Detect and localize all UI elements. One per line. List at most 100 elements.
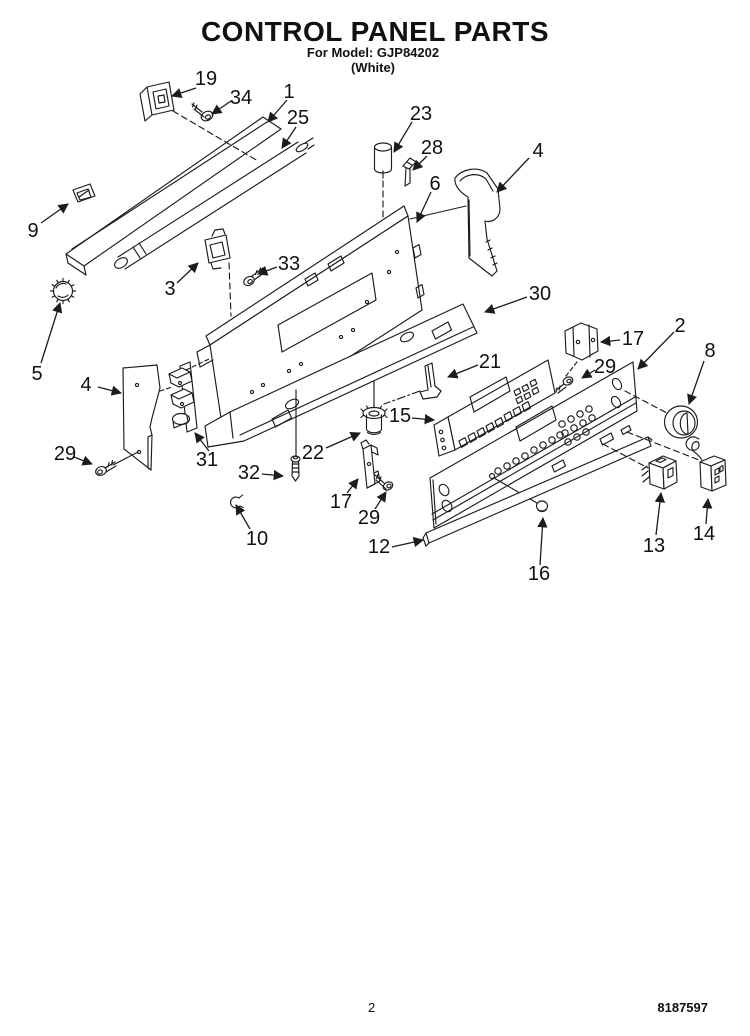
callout-5: 5	[31, 363, 42, 385]
callout-6: 6	[429, 173, 440, 195]
part-22-grommet	[360, 380, 388, 435]
part-29-screw-right	[555, 376, 574, 394]
callout-arrow-17-bottom	[346, 478, 359, 494]
callout-arrow-29-left	[73, 455, 93, 466]
callout-arrow-16	[537, 516, 548, 566]
callout-25: 25	[287, 107, 309, 129]
callout-arrow-32	[261, 469, 285, 481]
part-34-screw	[191, 102, 214, 122]
callout-28: 28	[421, 137, 443, 159]
part-31-switch-holder	[168, 358, 210, 433]
assembly-alignment-lines	[602, 390, 700, 469]
callout-arrow-21	[447, 364, 479, 379]
callout-arrow-8	[687, 360, 705, 405]
callout-29-bottom: 29	[358, 507, 380, 529]
callout-arrow-3	[176, 262, 199, 284]
callout-arrow-29-right	[581, 368, 596, 379]
color-subtitle: (White)	[350, 60, 396, 75]
callout-19: 19	[195, 68, 217, 90]
part-16-plug-button	[535, 500, 549, 513]
callout-arrow-5	[40, 302, 63, 364]
part-4-end-cap-right	[409, 168, 501, 277]
part-5-knurled-nut	[49, 277, 77, 305]
callout-arrow-4-left	[97, 385, 123, 396]
callout-arrow-10	[235, 504, 251, 530]
callout-arrow-1	[267, 99, 288, 123]
callout-arrow-19	[171, 87, 197, 98]
page-number: 2	[368, 1000, 376, 1015]
document-number: 8187597	[657, 1000, 708, 1015]
callout-arrow-23	[393, 121, 413, 153]
callout-arrow-13	[654, 491, 666, 536]
part-4-end-cap-left	[122, 364, 173, 471]
part-12-trim-strip	[422, 436, 653, 547]
callout-arrow-2	[637, 331, 675, 370]
callout-3: 3	[164, 278, 175, 300]
callout-4-right: 4	[532, 140, 543, 162]
callout-arrow-22	[325, 432, 361, 449]
part-25-lamp-tube	[114, 137, 315, 270]
callout-14: 14	[693, 523, 715, 545]
model-subtitle: For Model: GJP84202	[306, 45, 440, 60]
callout-arrow-15	[411, 413, 436, 425]
callout-arrow-25	[281, 126, 297, 149]
part-14-switch-receptacle	[685, 436, 727, 492]
callout-13: 13	[643, 535, 665, 557]
callout-23: 23	[410, 103, 432, 125]
callout-arrow-9	[40, 203, 69, 224]
callout-arrow-14	[702, 497, 713, 525]
part-2-control-panel	[429, 361, 638, 529]
callout-31: 31	[196, 449, 218, 471]
callout-arrow-17-right	[599, 335, 621, 347]
callout-15: 15	[389, 405, 411, 427]
part-33-screw	[243, 267, 266, 287]
callout-9: 9	[27, 220, 38, 242]
part-13-switch	[641, 455, 678, 490]
callout-8: 8	[704, 340, 715, 362]
part-21-bracket	[383, 362, 442, 405]
callout-17-right: 17	[622, 328, 644, 350]
part-29-screw-bottom	[373, 473, 394, 491]
part-3-lamp-holder	[204, 228, 232, 317]
part-28-clip	[402, 157, 417, 187]
callout-33: 33	[278, 253, 300, 275]
callout-34: 34	[230, 87, 252, 109]
callout-arrow-6	[416, 191, 432, 223]
part-32-screw	[290, 389, 301, 482]
callout-arrow-30	[484, 296, 528, 314]
callout-labels: 19 34 1 25 23 28 4 6 9 33 3 30 5 17 2 29…	[27, 68, 715, 585]
callout-arrow-33	[257, 265, 278, 276]
callout-arrow-12	[391, 536, 425, 548]
callout-32: 32	[238, 462, 260, 484]
callout-2: 2	[674, 315, 685, 337]
callout-arrow-31	[194, 432, 210, 452]
part-1-light-shield	[65, 116, 282, 276]
callout-arrow-34	[211, 100, 232, 115]
callout-16: 16	[528, 563, 550, 585]
callout-21: 21	[479, 351, 501, 373]
part-15-electronic-control	[433, 359, 556, 457]
callout-12: 12	[368, 536, 390, 558]
callout-10: 10	[246, 528, 268, 550]
callout-30: 30	[529, 283, 551, 305]
part-19-lamp-socket	[139, 81, 259, 162]
callout-arrow-28	[412, 155, 428, 171]
callout-arrow-4-right	[496, 157, 530, 193]
callout-17-bottom: 17	[330, 491, 352, 513]
part-17-bracket-bottom	[360, 439, 381, 489]
callout-1: 1	[283, 81, 294, 103]
callout-arrow-29-bottom	[374, 491, 387, 510]
page-title: CONTROL PANEL PARTS	[200, 16, 550, 47]
callout-arrows	[40, 87, 713, 566]
part-8-knob	[663, 405, 699, 439]
part-17-spacer-right	[564, 322, 599, 377]
callout-22: 22	[302, 442, 324, 464]
callout-4-left: 4	[80, 374, 91, 396]
part-29-screw-left	[95, 451, 139, 476]
part-9-clip	[72, 183, 96, 203]
callout-29-right: 29	[594, 356, 616, 378]
callout-29-left: 29	[54, 443, 76, 465]
part-6-rear-housing	[196, 205, 425, 439]
